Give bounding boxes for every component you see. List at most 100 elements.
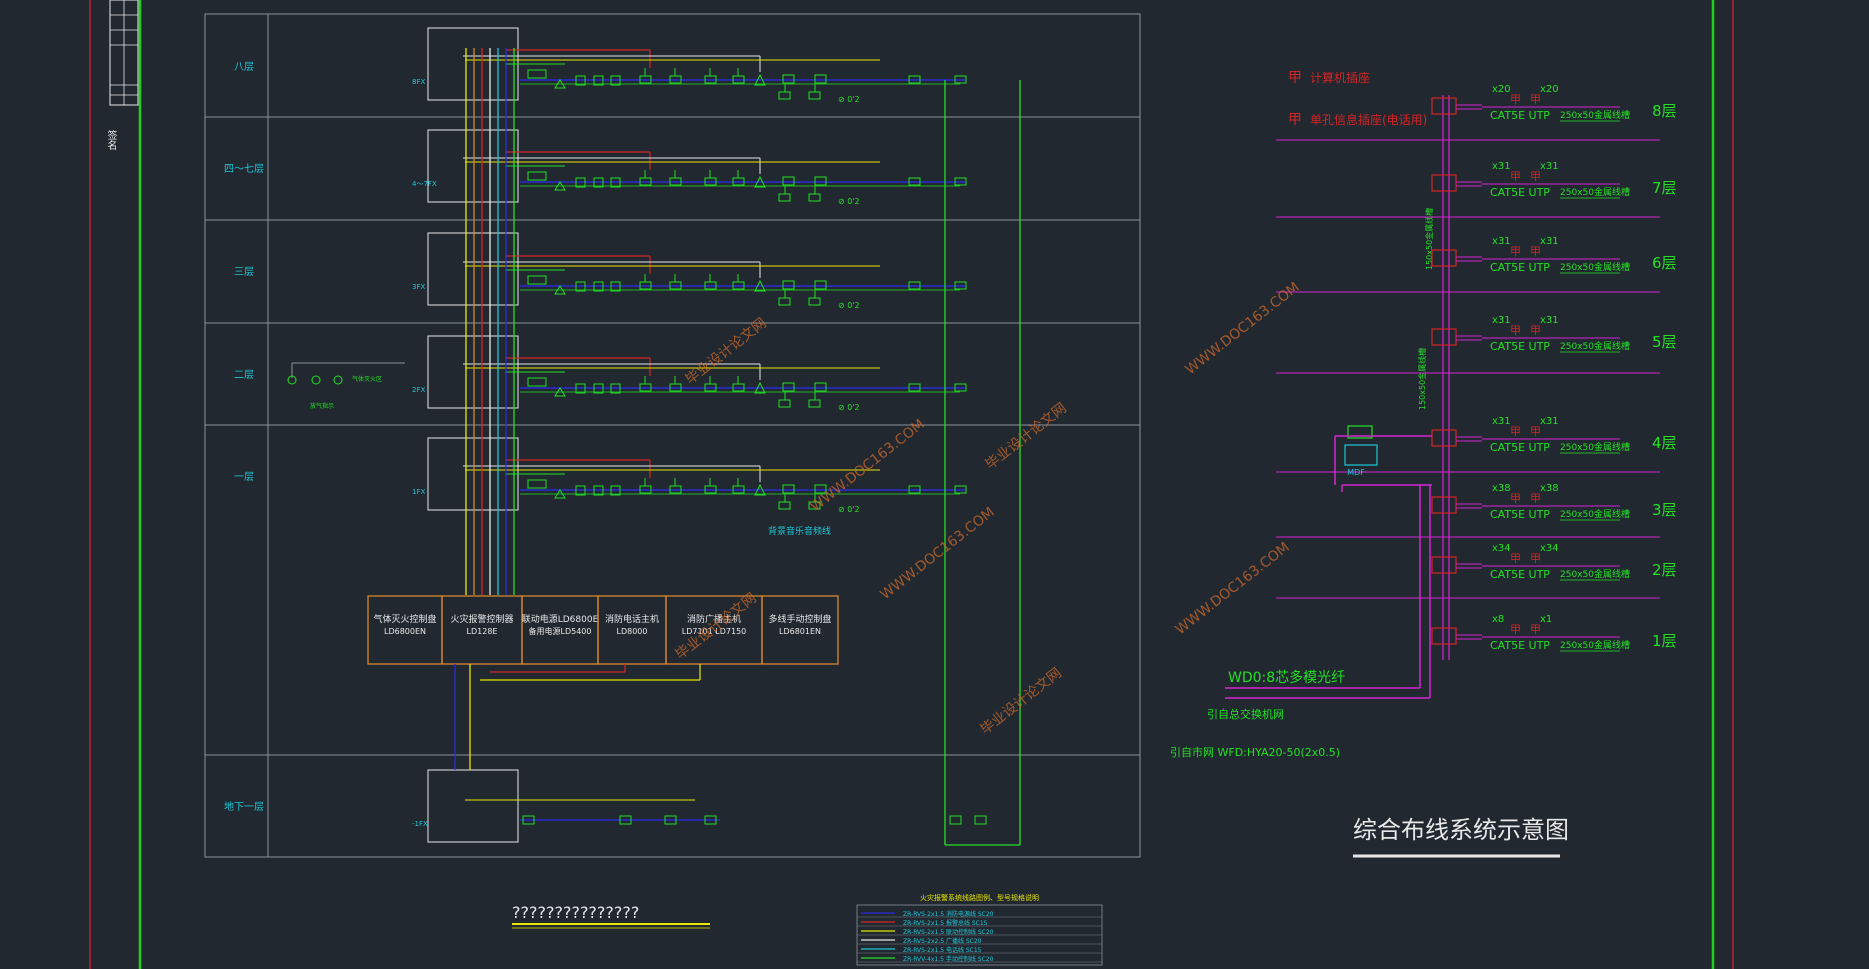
watermark-text: 毕业设计论文网 [983,400,1070,473]
control-panel-name: 消防电话主机 [605,613,659,625]
sidebar-vertical-label: 签名 [105,130,116,150]
floor-distributor [1431,328,1457,346]
diagram-title: 综合布线系统示意图 [1353,816,1569,844]
junction-box [427,129,519,203]
legend-title: 火灾报警系统线路图例、型号规格说明 [920,893,1039,902]
horn-icon [754,175,766,188]
floor-distributor [1431,174,1457,192]
legend-row-text: ZR-RVS-2x2.5 广播线 SC20 [903,937,982,945]
legend-row-text: ZR-RVS-2x1.5 消防电源线 SC20 [903,910,994,918]
fire-alarm-riser-grid [204,13,1141,858]
outlet-symbol-icon: 甲 [1530,93,1541,106]
module-icon [974,815,987,825]
detector-icon [575,75,586,86]
watermark-text: WWW.DOC163.COM [1173,539,1293,638]
speaker-tag: ⊘ 0'2 [838,301,860,310]
riser-tray-label: 150x50金属线槽 [1417,348,1427,410]
detector-icon [593,485,604,496]
floor-name: 8层 [1652,102,1677,120]
cabling-system-diagram: 甲计算机插座甲单孔信息插座(电话用)150x50金属线槽150x50金属线槽CA… [1170,70,1677,858]
device-box-label: 1FX [412,488,425,496]
city-network-label: 引自市网 WFD:HYA20-50(2x0.5) [1170,745,1340,759]
data-outlet-count: x31 [1492,236,1511,247]
outlet-symbol-icon: 甲 [1288,70,1302,86]
cable-type-label: CAT5E UTP [1490,639,1550,652]
outlet-symbol-icon: 甲 [1288,112,1302,128]
control-panel-name: 火灾报警控制器 [450,613,513,625]
detector-icon [593,281,604,292]
module-icon [527,377,547,387]
control-panel-model: LD6801EN [779,627,821,636]
cable-type-label: CAT5E UTP [1490,568,1550,581]
phone-outlet-count: x31 [1540,161,1559,172]
floor-distributor [1431,556,1457,574]
outlet-symbol-icon: 甲 [1530,552,1541,565]
output-module-icon [808,297,821,306]
junction-box [427,335,519,409]
speaker-tag: ⊘ 0'2 [838,95,860,104]
output-module-icon [808,399,821,408]
phone-outlet-count: x34 [1540,543,1559,554]
floor-distributor [1431,627,1457,645]
control-panel-name: 消防广播主机 [687,613,741,625]
fiber-label: WD0:8芯多模光纤 [1228,669,1345,686]
module-icon [527,171,547,181]
floor-label: 八层 [234,61,254,73]
detector-icon [554,285,566,295]
output-module-icon [808,91,821,100]
floor-label: 地下一层 [224,800,264,813]
floor-distributor [1431,97,1457,115]
detector-icon [704,815,717,825]
watermark-text: WWW.DOC163.COM [808,416,928,515]
garbled-title: ??????????????? [512,903,639,922]
manual-station-icon [782,176,795,186]
cable-type-label: CAT5E UTP [1490,261,1550,274]
watermark-text: 毕业设计论文网 [978,665,1065,738]
gas-device-icon [287,375,297,385]
manual-station-icon [782,280,795,290]
junction-box [427,769,519,843]
detector-icon [610,75,621,86]
outlet-symbol-icon: 甲 [1530,170,1541,183]
manual-station-icon [782,484,795,494]
outlet-symbol-icon: 甲 [1510,492,1521,505]
speaker-tag: ⊘ 0'2 [838,505,860,514]
speaker-tag: ⊘ 0'2 [838,197,860,206]
exchange-label: 引自总交换机网 [1207,707,1284,721]
watermarks: 毕业设计论文网 WWW.DOC163.COM 毕业设计论文网 WWW.DOC163.C… [673,279,1303,738]
outlet-legend-label: 单孔信息插座(电话用) [1310,112,1427,127]
output-module-icon [778,399,791,408]
phone-outlet-count: x20 [1540,84,1559,95]
control-panel-model: LD6800EN [384,627,426,636]
outlet-symbol-icon: 甲 [1510,552,1521,565]
outlet-symbol-icon: 甲 [1510,623,1521,636]
detector-icon [554,387,566,397]
output-module-icon [778,193,791,202]
horn-icon [754,483,766,496]
outlet-symbol-icon: 甲 [1510,324,1521,337]
floor-label: 二层 [234,369,254,381]
floor-name: 7层 [1652,179,1677,197]
detector-icon [554,181,566,191]
outlet-symbol-icon: 甲 [1510,93,1521,106]
legend-row-text: ZR-RVS-2x1.5 报警总线 SC15 [903,919,988,927]
control-panel-box [761,595,839,665]
output-module-icon [778,91,791,100]
detector-icon [554,489,566,499]
detector-icon [610,177,621,188]
control-panel-model: LD7101 LD7150 [682,627,747,636]
legend-row-text: ZR-RVV-4x1.5 手动控制线 SC20 [903,955,994,963]
phone-outlet-count: x31 [1540,236,1559,247]
floor-label: 四～七层 [224,163,264,175]
detector-icon [522,815,535,825]
device-box-label: 3FX [412,283,425,291]
control-panel-name: 联动电源LD6800E [522,613,599,625]
detector-icon [593,177,604,188]
legend-row-text: ZR-RVS-2x1.5 电话线 SC15 [903,946,982,954]
device-box-label: 8FX [412,78,425,86]
tray-label: 250x50金属线槽 [1560,340,1630,352]
floor-label: 三层 [234,266,254,278]
data-outlet-count: x31 [1492,315,1511,326]
